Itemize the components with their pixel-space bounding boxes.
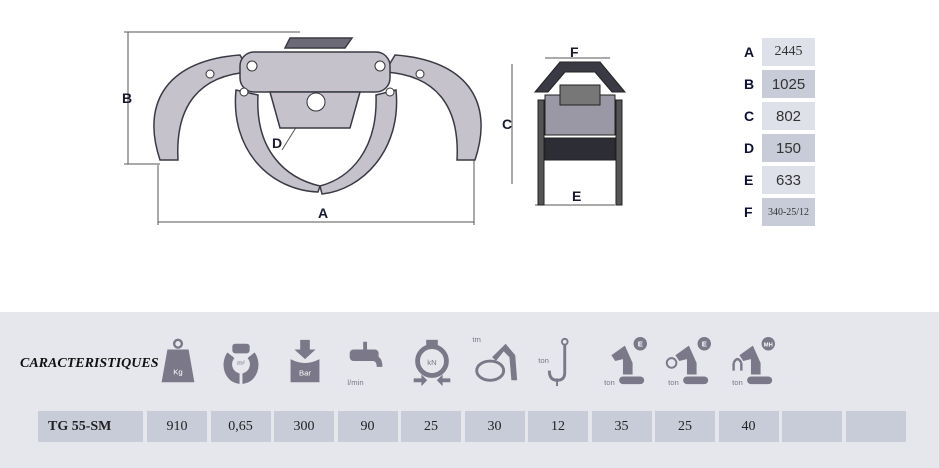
dim-value: 340-25/12 [762, 198, 815, 226]
dim-letter: E [744, 172, 754, 188]
dim-label-f: F [570, 44, 579, 60]
dim-value: 150 [762, 134, 815, 162]
icon-label: kN [427, 358, 436, 367]
spec-value-cell: 90 [337, 411, 398, 442]
icon-label: ton [538, 356, 549, 365]
dim-letter: C [744, 108, 755, 124]
flow-lmin-icon: l/min [343, 336, 393, 388]
dim-row-b: B 1025 [740, 70, 820, 98]
svg-text:MH: MH [764, 343, 773, 349]
spec-value-cell: 40 [718, 411, 779, 442]
dim-row-c: C 802 [740, 102, 820, 130]
weight-kg-icon: Kg [153, 336, 203, 388]
icon-label: Bar [299, 368, 311, 377]
dim-label-e: E [572, 188, 582, 204]
specs-title: CARACTERISTIQUES [20, 356, 159, 371]
icon-label: tm [472, 336, 481, 344]
dim-label-a: A [318, 205, 329, 221]
icon-label: ton [732, 378, 743, 387]
grapple-technical-drawing [124, 31, 627, 225]
dim-label-b: B [122, 90, 133, 106]
dim-label-c: C [502, 116, 513, 132]
opening-area-icon: m² [216, 336, 266, 388]
spec-value-cell [782, 411, 842, 442]
dim-label-d: D [272, 135, 283, 151]
spec-value-cell: 35 [591, 411, 652, 442]
spec-value-cell: 0,65 [210, 411, 271, 442]
icon-label: m² [237, 360, 246, 367]
dim-letter: D [744, 140, 755, 156]
dim-value: 802 [762, 102, 815, 130]
spec-value-cell: 910 [147, 411, 207, 442]
dim-value: 1025 [762, 70, 815, 98]
dim-row-f: F 340-25/12 [740, 198, 820, 226]
dim-value: 2445 [762, 38, 815, 66]
svg-text:E: E [638, 340, 643, 349]
icon-label: Kg [173, 368, 182, 377]
svg-text:E: E [702, 340, 707, 349]
spec-value-cell: 30 [464, 411, 525, 442]
model-cell: TG 55-SM [38, 411, 143, 442]
spec-value-cell: 300 [274, 411, 334, 442]
hook-ton-icon: ton [533, 336, 583, 388]
pressure-bar-icon: Bar [280, 336, 330, 388]
dim-row-d: D 150 [740, 134, 820, 162]
spec-value-cell [845, 411, 906, 442]
material-handler-icon: MH ton [725, 336, 776, 388]
force-kn-icon: kN [407, 336, 457, 388]
spec-value-cell: 12 [528, 411, 588, 442]
icon-label: l/min [347, 378, 363, 387]
spec-value-cell: 25 [401, 411, 461, 442]
spec-value-cell: 25 [655, 411, 715, 442]
icon-label: ton [604, 378, 615, 387]
icon-label: ton [668, 378, 679, 387]
dim-row-a: A 2445 [740, 38, 820, 66]
dim-row-e: E 633 [740, 166, 820, 194]
dim-letter: F [744, 204, 753, 220]
rotator-tm-icon: tm [470, 335, 520, 388]
dim-letter: A [744, 44, 755, 60]
dim-letter: B [744, 76, 755, 92]
dim-value: 633 [762, 166, 815, 194]
